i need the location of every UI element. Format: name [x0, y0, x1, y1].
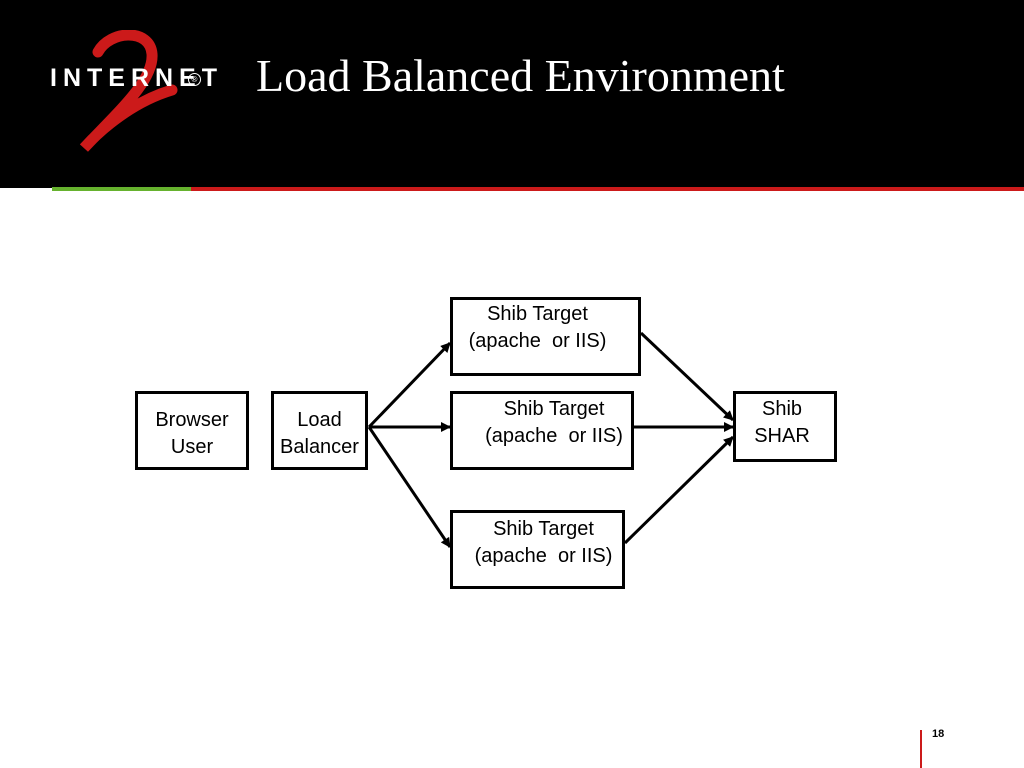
header-rule-red [191, 187, 1024, 191]
slide-title: Load Balanced Environment [256, 50, 785, 101]
node-shib-shar: Shib SHAR [733, 391, 837, 462]
page-number: 18 [932, 728, 945, 740]
edge-balancer-to-target-bottom [367, 426, 452, 548]
node-label: Shib Target (apache or IIS) [468, 303, 607, 352]
node-label: Shib Target (apache or IIS) [485, 398, 623, 447]
node-label: Load Balancer [280, 409, 359, 458]
node-label: Shib Target (apache or IIS) [474, 518, 613, 567]
header-rule-green [52, 187, 191, 191]
slide-header: INTERNET ® Load Balanced Environment [0, 0, 1024, 188]
node-shib-target-middle: Shib Target (apache or IIS) [450, 391, 634, 470]
node-shib-target-bottom: Shib Target (apache or IIS) [450, 510, 625, 589]
node-shib-target-top: Shib Target (apache or IIS) [450, 297, 641, 376]
footer-divider [920, 730, 922, 768]
node-label: Shib SHAR [754, 398, 810, 447]
edge-target-top-to-shar [639, 331, 735, 422]
node-load-balancer: Load Balancer [271, 391, 368, 470]
registered-mark-icon: ® [188, 73, 201, 86]
internet2-logo: INTERNET ® [40, 29, 220, 160]
edge-balancer-to-target-top [367, 341, 452, 429]
edge-target-bottom-to-shar [623, 435, 735, 545]
node-browser-user: Browser User [135, 391, 249, 470]
internet2-numeral-icon [79, 29, 178, 152]
node-label: Browser User [155, 409, 229, 458]
